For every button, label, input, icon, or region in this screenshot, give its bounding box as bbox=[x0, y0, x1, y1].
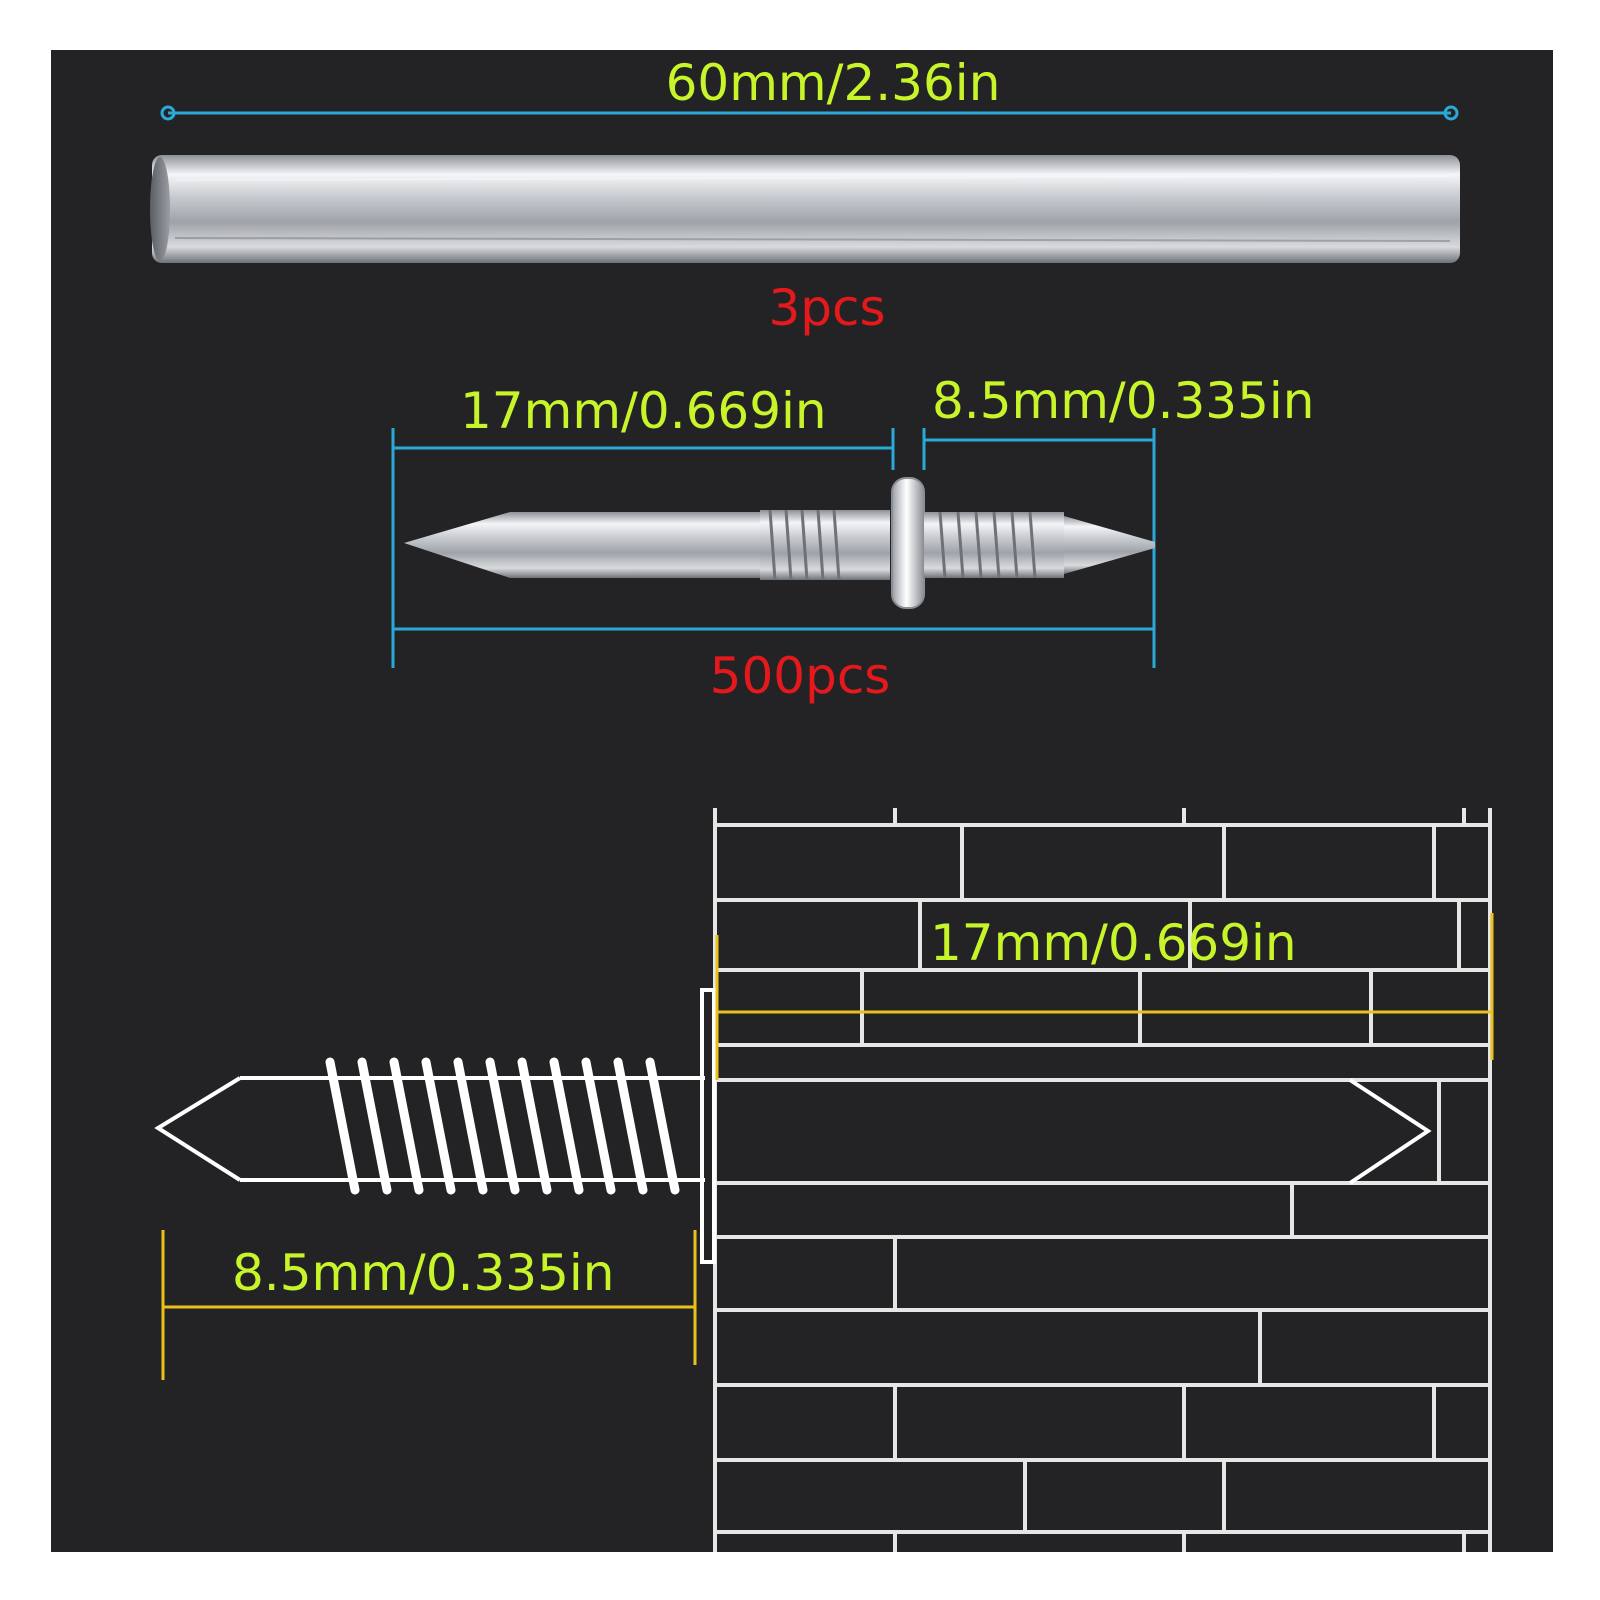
pin-image bbox=[404, 477, 1155, 609]
exposed-length-label: 8.5mm/0.335in bbox=[232, 1244, 615, 1302]
tube-section: 60mm/2.36in 3pcs bbox=[150, 54, 1460, 337]
pin-tip-length-label: 17mm/0.669in bbox=[460, 382, 827, 440]
pin-section: 17mm/0.669in 8.5mm/0.335in bbox=[391, 372, 1315, 705]
pin-thread-drawing bbox=[325, 1057, 680, 1195]
tube-quantity-label: 3pcs bbox=[768, 279, 885, 337]
background-panel bbox=[51, 50, 1553, 1552]
pin-quantity-label: 500pcs bbox=[710, 647, 891, 705]
pin-outline-drawing bbox=[154, 988, 1432, 1264]
embed-depth-label: 17mm/0.669in bbox=[930, 914, 1297, 972]
pin-dimension-lines bbox=[391, 428, 1156, 668]
tube-dimension-line bbox=[160, 105, 1459, 121]
installation-diagram: 17mm/0.669in 8.5mm/0.335in bbox=[154, 808, 1494, 1552]
exposed-length-dimension bbox=[161, 1230, 697, 1380]
embed-depth-dimension bbox=[715, 913, 1494, 1080]
brick-wall bbox=[713, 808, 1492, 1552]
pin-screw-length-label: 8.5mm/0.335in bbox=[932, 372, 1315, 430]
steel-tube-image bbox=[150, 155, 1460, 263]
tube-length-label: 60mm/2.36in bbox=[666, 54, 1001, 112]
